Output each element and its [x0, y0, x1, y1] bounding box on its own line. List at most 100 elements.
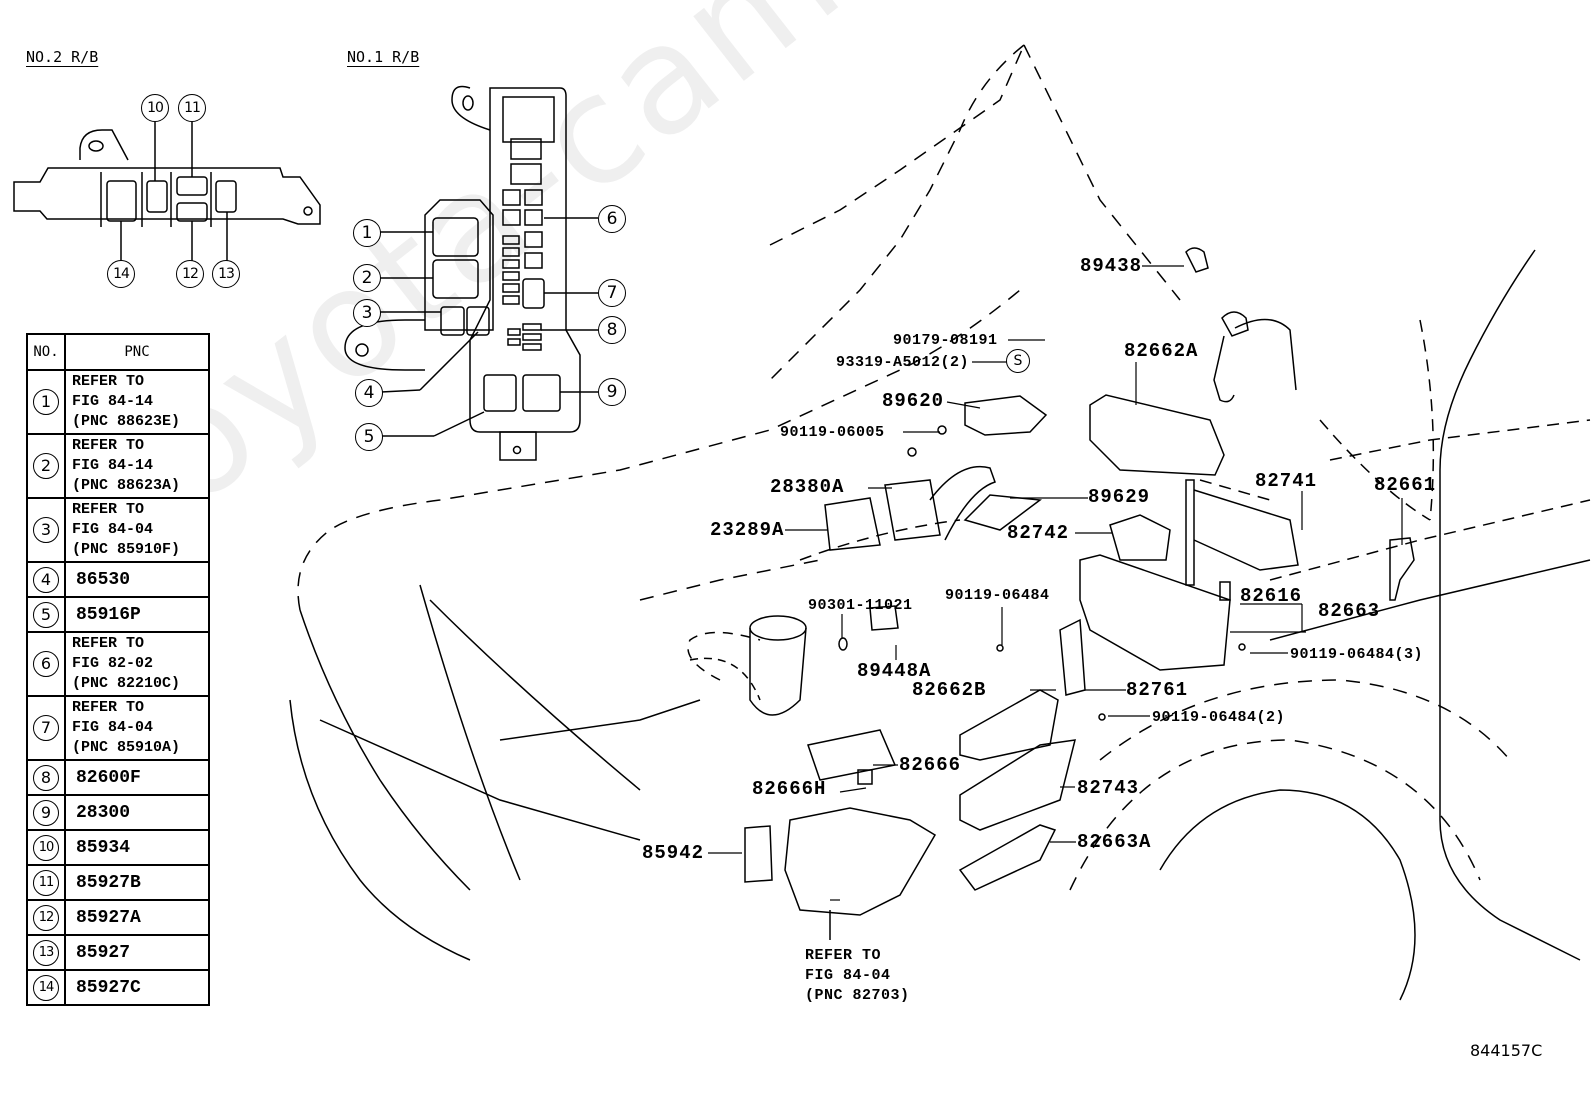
callout-number-icon: 8 [33, 764, 59, 791]
part-label-89438[interactable]: 89438 [1080, 255, 1143, 277]
callout-number-icon: 4 [33, 566, 59, 593]
part-label-82742[interactable]: 82742 [1007, 522, 1070, 544]
pnc-value-cell: 85927A [64, 899, 210, 936]
vehicle-body-outline [289, 44, 1591, 1001]
s-marker-icon: S [1006, 349, 1030, 373]
refer-note-line: REFER TO [805, 947, 882, 964]
callout-1[interactable]: 1 [353, 219, 381, 247]
part-label-82662b[interactable]: 82662B [912, 679, 987, 701]
pnc-value-line: FIG 84-04 [72, 719, 154, 736]
callout-number-icon: 5 [33, 601, 59, 628]
pnc-value-cell: REFER TO FIG 84-14 (PNC 88623E) [64, 369, 210, 435]
pnc-value-line: FIG 84-14 [72, 393, 154, 410]
row-number-cell: 7 [26, 695, 66, 761]
part-label-82741[interactable]: 82741 [1255, 470, 1318, 492]
leader-lines [708, 265, 1403, 901]
part-label-90119-06484-2[interactable]: 90119-06484(2) [1152, 709, 1286, 726]
part-label-23289a[interactable]: 23289A [710, 519, 785, 541]
part-label-82666h[interactable]: 82666H [752, 778, 827, 800]
callout-number-icon: 13 [33, 939, 59, 966]
callout-11[interactable]: 11 [178, 94, 206, 122]
pnc-value-line: REFER TO [72, 373, 145, 390]
callout-number-icon: 14 [33, 974, 59, 1001]
pnc-value-cell: 82600F [64, 759, 210, 796]
callout-12[interactable]: 12 [176, 260, 204, 288]
pnc-value-line: (PNC 82210C) [72, 675, 181, 692]
part-label-90301-11021[interactable]: 90301-11021 [808, 597, 913, 614]
part-label-82616[interactable]: 82616 [1240, 585, 1303, 607]
table-row[interactable]: 8 82600F [26, 759, 210, 796]
pnc-value-line: REFER TO [72, 437, 145, 454]
table-row[interactable]: 5 85916P [26, 596, 210, 633]
part-label-82663a[interactable]: 82663A [1077, 831, 1152, 853]
callout-7[interactable]: 7 [598, 279, 626, 307]
pnc-value-line: 82600F [76, 767, 141, 788]
pnc-value-line: 28300 [76, 802, 131, 823]
part-label-90179-08191[interactable]: 90179-08191 [893, 332, 998, 349]
part-label-90119-06484[interactable]: 90119-06484 [945, 587, 1050, 604]
pnc-value-line: (PNC 85910A) [72, 739, 181, 756]
part-label-82743[interactable]: 82743 [1077, 777, 1140, 799]
callout-13[interactable]: 13 [212, 260, 240, 288]
row-number-cell: 1 [26, 369, 66, 435]
part-label-89629[interactable]: 89629 [1088, 486, 1151, 508]
table-row[interactable]: 1 REFER TO FIG 84-14 (PNC 88623E) [26, 369, 210, 435]
callout-5[interactable]: 5 [355, 423, 383, 451]
callout-4[interactable]: 4 [355, 379, 383, 407]
pnc-value-line: REFER TO [72, 635, 145, 652]
pnc-value-line: 85916P [76, 604, 141, 625]
part-label-82661[interactable]: 82661 [1374, 474, 1437, 496]
pnc-value-cell: 86530 [64, 561, 210, 598]
refer-note-82703[interactable]: REFER TO FIG 84-04 (PNC 82703) [805, 946, 910, 1006]
part-label-89448a[interactable]: 89448A [857, 660, 932, 682]
part-label-90119-06005[interactable]: 90119-06005 [780, 424, 885, 441]
callout-number-icon: 9 [33, 799, 59, 826]
part-label-85942[interactable]: 85942 [642, 842, 705, 864]
part-label-82662a[interactable]: 82662A [1124, 340, 1199, 362]
callout-6[interactable]: 6 [598, 205, 626, 233]
part-label-90119-06484-3[interactable]: 90119-06484(3) [1290, 646, 1424, 663]
part-label-82666[interactable]: 82666 [899, 754, 962, 776]
callout-9[interactable]: 9 [598, 378, 626, 406]
callout-10[interactable]: 10 [141, 94, 169, 122]
part-label-89620[interactable]: 89620 [882, 390, 945, 412]
part-label-93319-a5012[interactable]: 93319-A5012(2) [836, 354, 970, 371]
figure-code: 844157C [1470, 1041, 1543, 1060]
callout-2[interactable]: 2 [353, 264, 381, 292]
refer-note-line: (PNC 82703) [805, 987, 910, 1004]
part-label-82761[interactable]: 82761 [1126, 679, 1189, 701]
header-pnc: PNC [64, 333, 210, 371]
pnc-value-cell: 85934 [64, 829, 210, 866]
pnc-value-line: (PNC 88623A) [72, 477, 181, 494]
callout-3[interactable]: 3 [353, 299, 381, 327]
row-number-cell: 4 [26, 561, 66, 598]
pnc-value-line: (PNC 88623E) [72, 413, 181, 430]
table-row[interactable]: 9 28300 [26, 794, 210, 831]
relay-block-2-title: NO.2 R/B [26, 48, 99, 66]
pnc-value-line: REFER TO [72, 501, 145, 518]
part-label-82663[interactable]: 82663 [1318, 600, 1381, 622]
part-label-28380a[interactable]: 28380A [770, 476, 845, 498]
row-number-cell: 6 [26, 631, 66, 697]
reservoir-drawing [689, 615, 807, 716]
row-number-cell: 11 [26, 864, 66, 901]
row-number-cell: 14 [26, 969, 66, 1006]
row-number-cell: 9 [26, 794, 66, 831]
callout-14[interactable]: 14 [107, 260, 135, 288]
callout-8[interactable]: 8 [598, 316, 626, 344]
row-number-cell: 2 [26, 433, 66, 499]
